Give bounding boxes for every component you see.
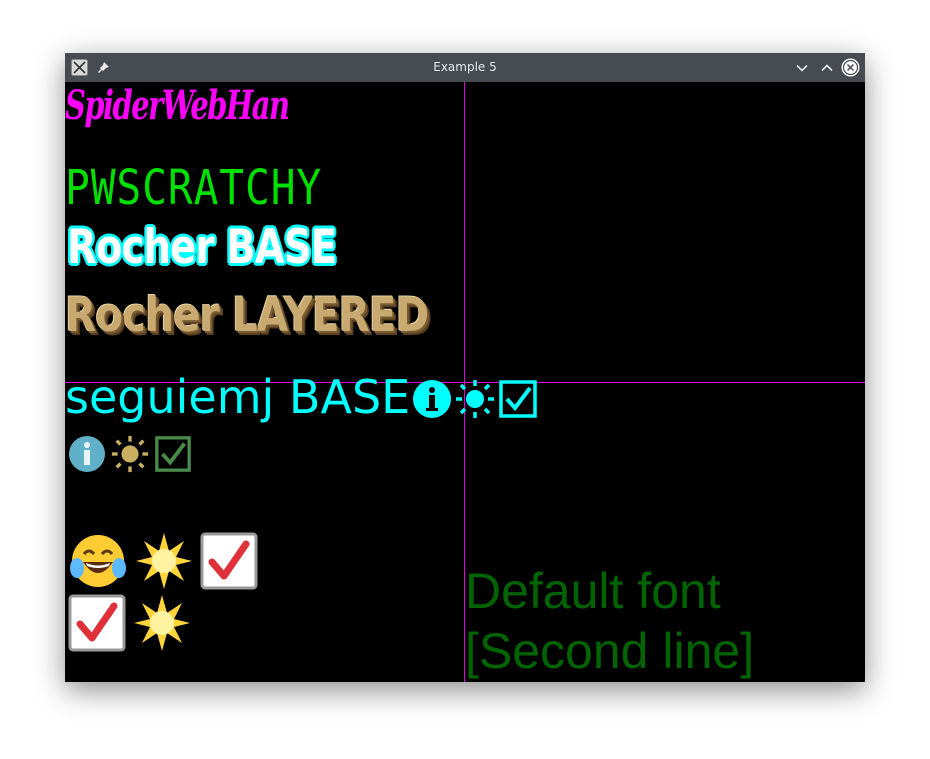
checkmark-box-icon (68, 594, 126, 652)
info-icon (413, 380, 452, 418)
close-icon (841, 58, 860, 77)
title-bar[interactable]: Example 5 (65, 53, 865, 82)
sun-icon (456, 380, 495, 418)
scratchy-font-text: PWSCRATCHY (65, 160, 323, 216)
default-font-line-1: Default font (465, 563, 721, 619)
emoji-row-color-2 (68, 594, 192, 652)
close-button[interactable] (841, 58, 860, 77)
info-icon (69, 436, 105, 472)
chevron-up-icon (820, 63, 833, 71)
laughing-face-icon (70, 535, 126, 587)
chevron-down-icon (795, 64, 808, 72)
sun-icon (134, 595, 190, 651)
window-title: Example 5 (433, 60, 497, 74)
minimize-button[interactable] (792, 58, 811, 77)
sun-icon (136, 533, 192, 589)
sun-icon (111, 435, 149, 473)
rocher-base-text: Rocher BASE (67, 220, 337, 275)
horizontal-guide-line (65, 382, 865, 383)
spider-font-text: SpiderWebHan (65, 82, 290, 129)
checkbox-icon (155, 436, 191, 472)
pin-icon[interactable] (95, 59, 112, 76)
segui-base-text: seguiemj BASE (65, 370, 411, 424)
app-icon[interactable] (71, 59, 88, 76)
emoji-row-color-1 (68, 532, 258, 590)
segui-base-line: seguiemj BASE (65, 370, 538, 424)
emoji-row-muted (68, 434, 192, 474)
maximize-button[interactable] (817, 58, 836, 77)
default-font-line-2: [Second line] (465, 623, 755, 679)
checkbox-icon (499, 380, 537, 418)
checkmark-box-icon (200, 532, 258, 590)
drawing-canvas: SpiderWebHan PWSCRATCHY Rocher BASE Roch… (65, 82, 865, 682)
rocher-layered-text: Rocher LAYERED (65, 288, 429, 343)
app-window: Example 5 SpiderWebHan PWSCRATCHY Rocher… (65, 53, 865, 682)
